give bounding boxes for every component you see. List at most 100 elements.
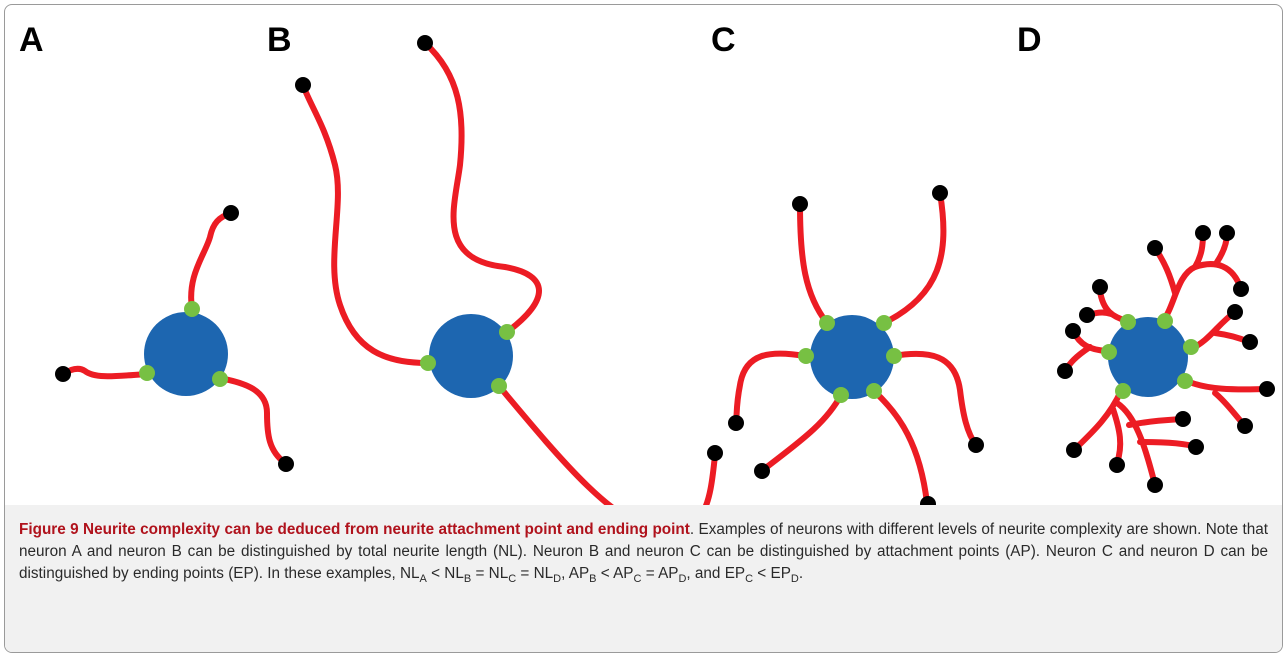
attachment-point [1101, 344, 1117, 360]
ending-point [417, 35, 433, 51]
attachment-point [139, 365, 155, 381]
attachment-point [833, 387, 849, 403]
sub: B [463, 573, 472, 586]
soma [1108, 317, 1188, 397]
panel-label-c: C [711, 21, 736, 59]
neurite [1110, 406, 1124, 466]
attachment-point [184, 301, 200, 317]
soma [810, 315, 894, 399]
ending-point [1092, 279, 1108, 295]
ending-point [968, 437, 984, 453]
ending-point [1065, 323, 1081, 339]
ending-point [792, 196, 808, 212]
ending-point [707, 445, 723, 461]
neurite [1137, 439, 1199, 450]
attachment-point [886, 348, 902, 364]
neurite [1182, 377, 1270, 393]
ending-point [1219, 225, 1235, 241]
comma: , [561, 565, 569, 582]
neuron-a [55, 205, 294, 472]
math-ap: AP [568, 565, 590, 582]
caption-body: Examples of neurons with different level… [19, 521, 1268, 582]
panel-label-b: B [267, 21, 292, 59]
neuron-diagram: A B C D [19, 21, 1275, 505]
neurite [797, 202, 830, 326]
attachment-point [866, 383, 882, 399]
attachment-point [420, 355, 436, 371]
ending-point [754, 463, 770, 479]
neuron-b [295, 35, 723, 505]
ending-point [1147, 477, 1163, 493]
ending-point [728, 415, 744, 431]
ending-point [1057, 363, 1073, 379]
attachment-point [876, 315, 892, 331]
caption-period: . [689, 521, 699, 538]
neuron-d [1057, 225, 1275, 493]
attachment-point [212, 371, 228, 387]
op-eq: = [641, 565, 659, 582]
ending-point [1242, 334, 1258, 350]
op-eq: = [471, 565, 489, 582]
ending-point [223, 205, 239, 221]
sub: C [508, 573, 517, 586]
caption-title: Figure 9 Neurite complexity can be deduc… [19, 521, 690, 538]
neurite [1126, 416, 1186, 428]
neurite [300, 82, 430, 366]
ending-point [1233, 281, 1249, 297]
math-nl: NL [444, 565, 464, 582]
neurite [871, 388, 930, 505]
math-nl: NL [533, 565, 554, 582]
math-nl: NL [488, 565, 509, 582]
attachment-point [798, 348, 814, 364]
math-ep: EP [724, 565, 746, 582]
math-ep: EP [770, 565, 791, 582]
attachment-point [1177, 373, 1193, 389]
neurite [188, 210, 234, 312]
ending-point [920, 496, 936, 505]
ending-point [295, 77, 311, 93]
soma [429, 314, 513, 398]
attachment-point [499, 324, 515, 340]
neurite [216, 375, 288, 466]
math-ap: AP [658, 565, 679, 582]
sub: C [633, 573, 642, 586]
ending-point [1227, 304, 1243, 320]
op-lt: < [426, 565, 445, 582]
op-eq: = [516, 565, 534, 582]
attachment-point [491, 378, 507, 394]
neuron-c [728, 185, 984, 505]
attachment-point [819, 315, 835, 331]
ending-point [1147, 240, 1163, 256]
panel-label-a: A [19, 21, 44, 59]
sub: D [790, 573, 799, 586]
ending-point [1195, 225, 1211, 241]
sub: A [419, 573, 427, 586]
neurite [1072, 388, 1124, 452]
and: , and [686, 565, 725, 582]
ending-point [932, 185, 948, 201]
math-nl: NL [399, 565, 420, 582]
sub: B [589, 573, 597, 586]
soma [144, 312, 228, 396]
attachment-point [1120, 314, 1136, 330]
ending-point [1079, 307, 1095, 323]
neurite [496, 383, 718, 505]
period-end: . [798, 565, 804, 582]
figure: A B C D [4, 4, 1283, 653]
ending-point [1259, 381, 1275, 397]
op-lt: < [753, 565, 771, 582]
figure-caption: Figure 9 Neurite complexity can be deduc… [19, 519, 1268, 585]
sub: D [553, 573, 562, 586]
neurite [733, 350, 808, 426]
ending-point [1188, 439, 1204, 455]
neurite [760, 392, 844, 473]
attachment-point [1115, 383, 1131, 399]
sub: C [745, 573, 754, 586]
attachment-point [1183, 339, 1199, 355]
neurite [881, 190, 947, 326]
caption-background [5, 505, 1282, 652]
ending-point [1109, 457, 1125, 473]
ending-point [55, 366, 71, 382]
sub: D [678, 573, 687, 586]
math-ap: AP [613, 565, 634, 582]
